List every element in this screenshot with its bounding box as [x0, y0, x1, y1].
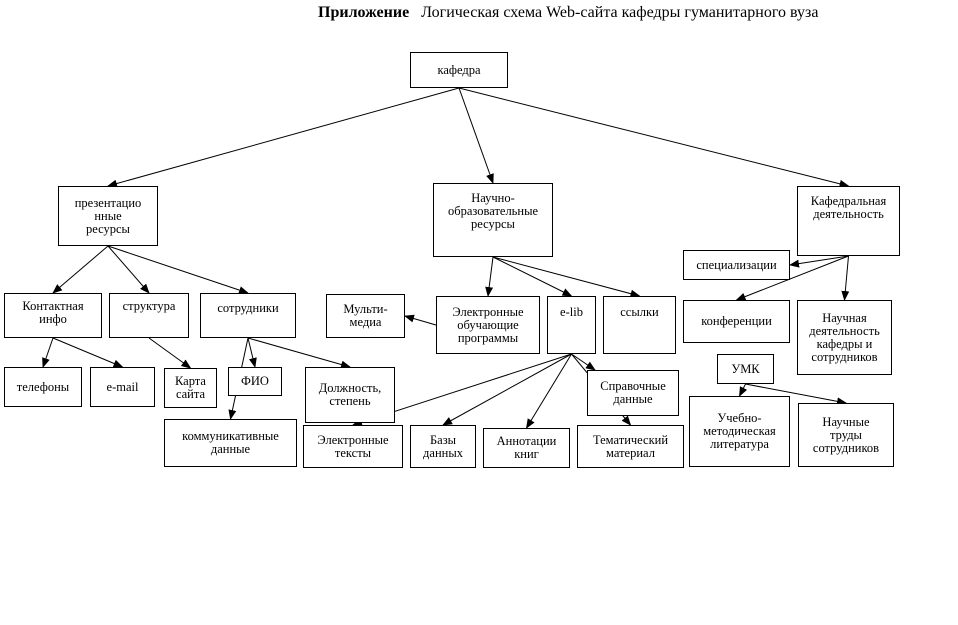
- title-text: Логическая схема Web-сайта кафедры гуман…: [421, 4, 819, 21]
- node-elib-label: e-lib: [560, 305, 583, 319]
- node-structure: структура: [109, 293, 189, 338]
- node-phones-label: телефоны: [16, 379, 70, 394]
- node-scientific-edu-resources-label: Научно- образовательные ресурсы: [447, 191, 539, 231]
- node-email: e-mail: [90, 367, 155, 407]
- node-staff: сотрудники: [200, 293, 296, 338]
- edge-presentation-to-staff: [107, 245, 249, 294]
- edge-scientific_edu-to-elib: [492, 256, 573, 297]
- node-databases: Базы данных: [410, 425, 476, 468]
- node-conferences: конференции: [683, 300, 790, 343]
- node-databases-label: Базы данных: [423, 432, 463, 460]
- diagram-title: Приложение Логическая схема Web-сайта ка…: [318, 4, 818, 22]
- edge-elib-to-annotations: [525, 353, 572, 429]
- node-kafedra: кафедра: [410, 52, 508, 88]
- node-electronic-texts: Электронные тексты: [303, 425, 403, 468]
- edge-department_activity-to-conferences: [735, 255, 849, 301]
- edge-scientific_edu-to-e_programs: [485, 256, 494, 297]
- node-links-label: ссылки: [620, 305, 659, 319]
- node-electronic-programs-label: Электронные обучающие программы: [452, 304, 524, 345]
- edge-staff-to-position: [247, 337, 351, 369]
- node-reference-data-label: Справочные данные: [600, 379, 666, 406]
- node-presentation-resources-label: презентацио нные ресурсы: [74, 195, 142, 236]
- node-annotations-label: Аннотации книг: [496, 434, 557, 461]
- node-reference-data: Справочные данные: [587, 370, 679, 416]
- node-communicative-data-label: коммуникативные данные: [182, 429, 279, 456]
- edge-scientific_edu-to-links: [492, 256, 641, 298]
- node-multimedia-label: Мульти- медиа: [343, 302, 388, 329]
- node-specializations: специализации: [683, 250, 790, 280]
- node-scientific-works-label: Научные труды сотрудников: [812, 414, 880, 455]
- node-thematic-material-label: Тематический материал: [592, 432, 669, 460]
- edge-kafedra-to-presentation: [107, 87, 460, 188]
- node-umk-label: УМК: [731, 361, 760, 376]
- node-teaching-literature: Учебно- методическая литература: [689, 396, 790, 467]
- edge-elib-to-databases: [442, 353, 572, 426]
- edge-umk-to-scientific_works: [745, 383, 847, 406]
- node-contact-info: Контактная инфо: [4, 293, 102, 338]
- node-fio: ФИО: [228, 367, 282, 396]
- node-position-degree: Должность, степень: [305, 367, 395, 423]
- edge-kafedra-to-department_activity: [458, 87, 850, 188]
- node-links: ссылки: [603, 296, 676, 354]
- node-umk: УМК: [717, 354, 774, 384]
- node-thematic-material: Тематический материал: [577, 425, 684, 468]
- edge-elib-to-reference: [571, 353, 596, 371]
- node-specializations-label: специализации: [696, 257, 777, 272]
- node-scientific-edu-resources: Научно- образовательные ресурсы: [433, 183, 553, 257]
- node-staff-label: сотрудники: [217, 301, 279, 315]
- node-research-activity: Научная деятельность кафедры и сотрудник…: [797, 300, 892, 375]
- node-conferences-label: конференции: [701, 314, 772, 328]
- node-contact-info-label: Контактная инфо: [22, 299, 84, 326]
- node-electronic-programs: Электронные обучающие программы: [436, 296, 540, 354]
- edge-e_programs-to-multimedia: [404, 314, 437, 326]
- node-teaching-literature-label: Учебно- методическая литература: [703, 411, 776, 451]
- node-multimedia: Мульти- медиа: [326, 294, 405, 338]
- edge-contact-to-email: [52, 337, 124, 368]
- edge-department_activity-to-research: [841, 255, 850, 301]
- title-prefix: Приложение: [318, 4, 410, 21]
- node-phones: телефоны: [4, 367, 82, 407]
- edge-contact-to-phones: [42, 337, 54, 368]
- edge-structure-to-sitemap: [148, 337, 192, 369]
- node-kafedra-label: кафедра: [437, 62, 481, 77]
- node-sitemap: Карта сайта: [164, 368, 217, 408]
- edge-presentation-to-structure: [107, 245, 150, 294]
- node-department-activity-label: Кафедральная деятельность: [810, 194, 887, 221]
- node-structure-label: структура: [122, 299, 176, 313]
- edge-presentation-to-contact: [52, 245, 109, 294]
- node-position-degree-label: Должность, степень: [318, 381, 382, 408]
- node-email-label: e-mail: [106, 379, 139, 394]
- edge-kafedra-to-scientific_edu: [458, 87, 494, 184]
- node-communicative-data: коммуникативные данные: [164, 419, 297, 467]
- edge-staff-to-fio: [247, 337, 257, 368]
- node-research-activity-label: Научная деятельность кафедры и сотрудник…: [809, 310, 880, 364]
- node-elib: e-lib: [547, 296, 596, 354]
- node-department-activity: Кафедральная деятельность: [797, 186, 900, 256]
- node-fio-label: ФИО: [241, 374, 269, 388]
- node-scientific-works: Научные труды сотрудников: [798, 403, 894, 467]
- edge-department_activity-to-specializations: [789, 255, 849, 268]
- node-presentation-resources: презентацио нные ресурсы: [58, 186, 158, 246]
- node-electronic-texts-label: Электронные тексты: [317, 432, 389, 460]
- node-sitemap-label: Карта сайта: [175, 374, 206, 401]
- node-annotations: Аннотации книг: [483, 428, 570, 468]
- edge-umk-to-teaching_lit: [739, 383, 748, 397]
